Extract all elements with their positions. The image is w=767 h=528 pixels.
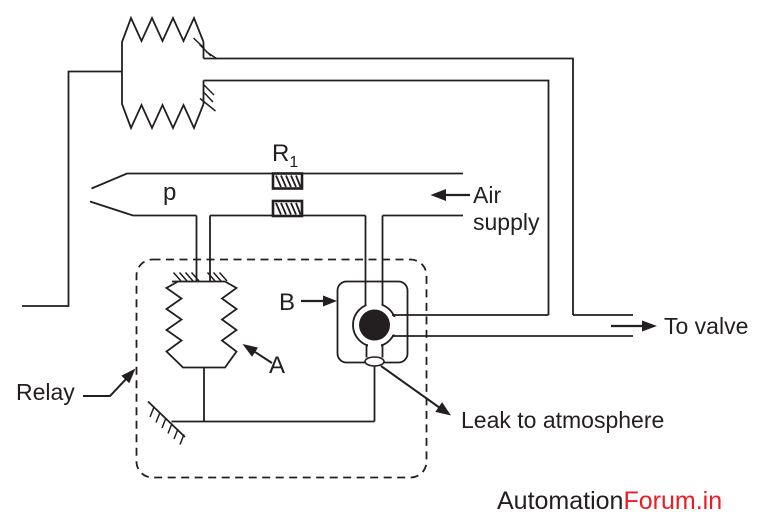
label-valve-b: B [279, 289, 295, 316]
label-pressure-p: p [163, 179, 176, 206]
pilot-valve-b [336, 215, 409, 422]
leak-pointer-arrow [380, 365, 451, 416]
output-pipe [392, 314, 633, 337]
relay-boundary-box [135, 258, 428, 479]
flapper-rod [22, 70, 122, 307]
restriction-r1 [271, 172, 304, 218]
label-leak: Leak to atmosphere [461, 407, 664, 433]
feedback-pipe-inner [203, 79, 550, 315]
pivot-wall-hatching [149, 406, 185, 445]
relay-arrowhead [121, 368, 136, 384]
feedback-pipe-outer [203, 57, 574, 315]
label-relay: Relay [16, 379, 75, 405]
valve-ball [359, 309, 390, 341]
feedback-bellows-wall-hatching [192, 37, 217, 112]
bellows-a-body [164, 280, 239, 369]
branch-to-bellows-a [195, 215, 211, 282]
label-air-supply-line1: Air [473, 182, 501, 208]
to-valve-arrow [611, 320, 657, 332]
watermark-black-part: Automation [497, 487, 623, 515]
watermark-automationforum: AutomationForum.in [497, 487, 722, 515]
a-arrowhead [242, 344, 258, 357]
label-restriction-r1: R1 [272, 140, 298, 171]
pipe-top-line [91, 172, 463, 190]
restriction-hatching [275, 175, 302, 215]
a-pointer-arrow [242, 344, 273, 364]
feedback-pipe [203, 57, 574, 315]
b-pointer-arrow [301, 295, 337, 307]
b-arrowhead [323, 295, 337, 307]
valve-inlet-channel [364, 215, 384, 306]
relay-pointer-arrow [83, 368, 136, 397]
to-valve-arrowhead [642, 320, 657, 332]
feedback-bellows-body [121, 15, 205, 131]
label-bellows-a: A [269, 352, 285, 379]
flapper-rod-line [22, 70, 122, 307]
feedback-bellows [121, 15, 217, 131]
pivot-wall [147, 400, 375, 445]
label-to-valve: To valve [664, 313, 748, 339]
bellows-a [164, 272, 239, 422]
bellows-a-plate-hatching [172, 272, 228, 282]
air-supply-arrowhead [430, 189, 446, 201]
leak-arrowhead [435, 402, 451, 416]
label-air-supply-line2: supply [473, 209, 540, 235]
valve-leak-channel [365, 344, 384, 358]
leak-port [364, 356, 385, 367]
air-supply-arrow [430, 189, 470, 201]
watermark-red-part: Forum.in [623, 487, 722, 515]
